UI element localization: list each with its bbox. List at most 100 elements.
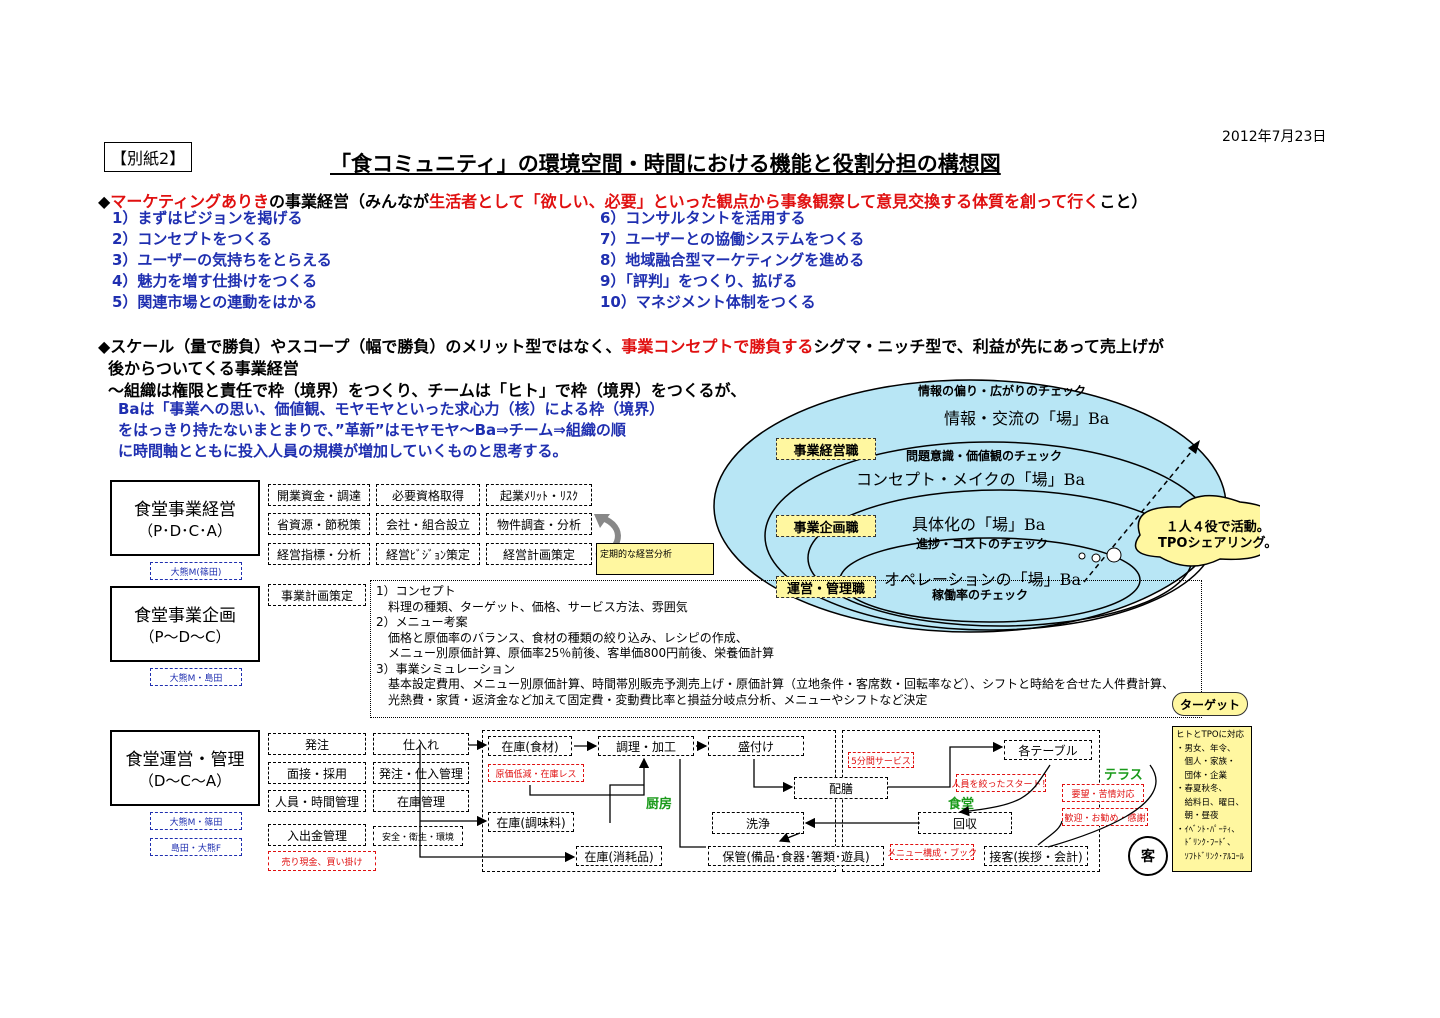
plan-line: 基本設定費用、メニュー別原価計算、時間帯別販売予測売上げ・原価計算（立地条件・客… (376, 677, 1175, 691)
flow-box: 発注・仕入管理 (373, 762, 469, 784)
target-line: 給料日、曜日、 (1176, 797, 1245, 808)
flow-box: 在庫(食材) (488, 736, 572, 756)
list-item: 8）地域融合型マーケティングを進める (600, 251, 865, 269)
strategy-text: ◆スケール（量で勝負）やスコープ（幅で勝負）のメリット型ではなく、 (98, 337, 622, 356)
target-list: ヒトとTPOに対応 ・男女、年令、 個人・家族・ 団体・企業 ・春夏秋冬、 給料… (1172, 726, 1252, 872)
task-box: 人員・時間管理 (268, 790, 366, 812)
operations-title: 食堂運営・管理 (125, 750, 245, 770)
flow-box: 盛付け (708, 736, 804, 756)
task-box: 入出金管理 (268, 824, 366, 846)
list-item: 1）まずはビジョンを掲げる (112, 209, 303, 227)
task-box: 起業ﾒﾘｯﾄ・ﾘｽｸ (486, 484, 592, 506)
role-business-planning: 事業企画職 (776, 515, 876, 537)
page-title: 「食コミュニティ」の環境空間・時間における機能と役割分担の構想図 (330, 152, 1001, 176)
person-label: 島田・大熊F (150, 838, 242, 856)
date-label: 2012年7月23日 (1222, 129, 1327, 145)
core-ba-label: オペレーションの「場」Ba (884, 570, 1081, 589)
task-box: 物件調査・分析 (486, 513, 592, 535)
flow-box: 仕入れ (373, 733, 469, 755)
person-label: 大熊M・篠田 (150, 812, 242, 830)
flow-box: 接客(挨拶・会計) (984, 846, 1088, 866)
flow-box: 在庫(消耗品) (576, 846, 662, 866)
demand-note: 要望・苦情対応 (1062, 784, 1144, 802)
bubble (1091, 553, 1101, 563)
list-item: 4）魅力を増す仕掛けをつくる (112, 272, 318, 290)
marketing-list-right: 6）コンサルタントを活用する 7）ユーザーとの協働システムをつくる 8）地域融合… (600, 208, 864, 313)
list-item: 2）コンセプトをつくる (112, 230, 273, 248)
growth-arrow (1083, 445, 1197, 583)
cloud-line: １人４役で活動。 (1165, 520, 1270, 535)
plan-line: 光熱費・家賃・返済金など加えて固定費・変動費比率と損益分岐点分析、メニューやシフ… (376, 692, 928, 707)
planning-details: 1）コンセプト 料理の種類、ターゲット、価格、サービス方法、雰囲気 2）メニュー… (376, 584, 1174, 708)
plan-line: メニュー別原価計算、原価率25％前後、客単価800円前後、栄養価計算 (376, 646, 775, 660)
inner-caption: 進捗・コストのチェック (916, 537, 1049, 551)
role-operations: 運営・管理職 (776, 576, 876, 598)
kitchen-frame (482, 730, 836, 872)
task-box: 経営ﾋﾞｼﾞｮﾝ策定 (376, 543, 480, 565)
cloud-line: TPOシェアリング。 (1158, 536, 1278, 551)
arrowhead-icon (1188, 440, 1200, 454)
task-box: 省資源・節税策 (268, 513, 370, 535)
task-box: 経営指標・分析 (268, 543, 370, 565)
kitchen-label: 厨房 (646, 797, 673, 812)
attachment-tag: 【別紙2】 (104, 142, 193, 172)
plan-line: 3）事業シミュレーション (376, 661, 516, 676)
mid-ba-label: コンセプト・メイクの「場」Ba (856, 470, 1085, 489)
target-line: ｿﾌﾄﾄﾞﾘﾝｸ･ｱﾙｺｰﾙ (1176, 851, 1245, 862)
pdca-sub: （P･D･C･A） (138, 522, 232, 540)
mid-caption: 問題意識・価値観のチェック (906, 449, 1063, 463)
flow-box: 安全・衛生・環境 (373, 826, 463, 846)
person-label: 大熊M・島田 (150, 668, 242, 686)
outer-ba-label: 情報・交流の「場」Ba (944, 409, 1110, 428)
role-business-management: 事業経営職 (776, 438, 876, 460)
strategy-line-2: 後からついてくる事業経営 (108, 359, 299, 378)
target-line: 団体・企業 (1176, 770, 1228, 781)
task-box: 経営計画策定 (486, 543, 592, 565)
bubble (1078, 552, 1086, 560)
target-line: 個人・家族・ (1176, 757, 1236, 767)
task-box: 発注 (268, 733, 366, 755)
target-line: 朝・昼夜 (1176, 811, 1219, 821)
terrace-label: テラス (1104, 768, 1143, 783)
task-box: 面接・採用 (268, 762, 366, 784)
target-line: ・ｲﾍﾞﾝﾄ･ﾊﾟｰﾃｨ、 (1176, 824, 1240, 835)
pdca-box: 食堂事業経営 （P･D･C･A） (110, 480, 260, 556)
task-box: 事業計画策定 (268, 584, 366, 606)
ba-line: をはっきり持たないまとまりで、”革新”はモヤモヤ～Ba⇒チーム⇒組織の順 (118, 421, 626, 439)
plan-line: 価格と原価率のバランス、食材の種類の絞り込み、レシピの作成、 (376, 630, 748, 645)
marker: ◆ (98, 192, 111, 211)
operations-sub: （D～C～A） (138, 772, 232, 790)
planning-title: 食堂事業企画 (134, 606, 236, 626)
outer-caption: 情報の偏り・広がりのチェック (918, 384, 1087, 398)
welcome-note: 歓迎・お勧め・感謝 (1062, 808, 1148, 826)
flow-box: 洗浄 (712, 812, 804, 834)
flow-box: 在庫管理 (373, 790, 469, 812)
planning-box: 食堂事業企画 （P～D～C） (110, 586, 260, 662)
strategy-line-3: ～組織は権限と責任で枠（境界）をつくり、チームは「ヒト」で枠（境界）をつくるが、 (108, 381, 747, 400)
inner-ba-label: 具体化の「場」Ba (912, 515, 1046, 534)
target-line: ヒトとTPOに対応 (1176, 730, 1245, 740)
planning-details-frame (370, 580, 1202, 718)
flow-box: 配膳 (794, 777, 888, 799)
strategy-text-end: シグマ・ニッチ型で、利益が先にあって売上げが (813, 337, 1164, 356)
list-item: 5）関連市場との連動をはかる (112, 293, 318, 311)
marketing-lead-mid: の事業経営（みんなが (269, 192, 430, 211)
strategy-highlight: 事業コンセプトで勝負する (621, 337, 814, 356)
start-note: 人員を絞ったスタート！ (952, 774, 1051, 792)
list-item: 3）ユーザーの気持ちをとらえる (112, 251, 332, 269)
plan-line: 料理の種類、ターゲット、価格、サービス方法、雰囲気 (376, 599, 688, 614)
bubble (1106, 547, 1122, 563)
ba-line: に時間軸とともに投入人員の規模が増加していくものと思考する。 (118, 442, 568, 460)
plan-line: 2）メニュー考案 (376, 615, 468, 629)
cost-note: 原価低減・在庫レス (488, 764, 584, 782)
task-box: 会社・組合設立 (376, 513, 480, 535)
cloud-text: １人４役で活動。 TPOシェアリング。 (1158, 520, 1277, 552)
marketing-lead-end: こと） (1099, 192, 1148, 211)
list-item: 6）コンサルタントを活用する (600, 209, 806, 227)
operations-box: 食堂運営・管理 （D～C～A） (110, 730, 260, 806)
person-label: 大熊M(篠田) (150, 562, 242, 580)
guest-icon: 客 (1128, 836, 1168, 876)
list-item: 9）「評判」をつくり、拡げる (600, 272, 798, 290)
flow-box: 保管(備品･食器･箸類･遊具) (708, 846, 884, 866)
marketing-list-left: 1）まずはビジョンを掲げる 2）コンセプトをつくる 3）ユーザーの気持ちをとらえ… (112, 208, 332, 313)
